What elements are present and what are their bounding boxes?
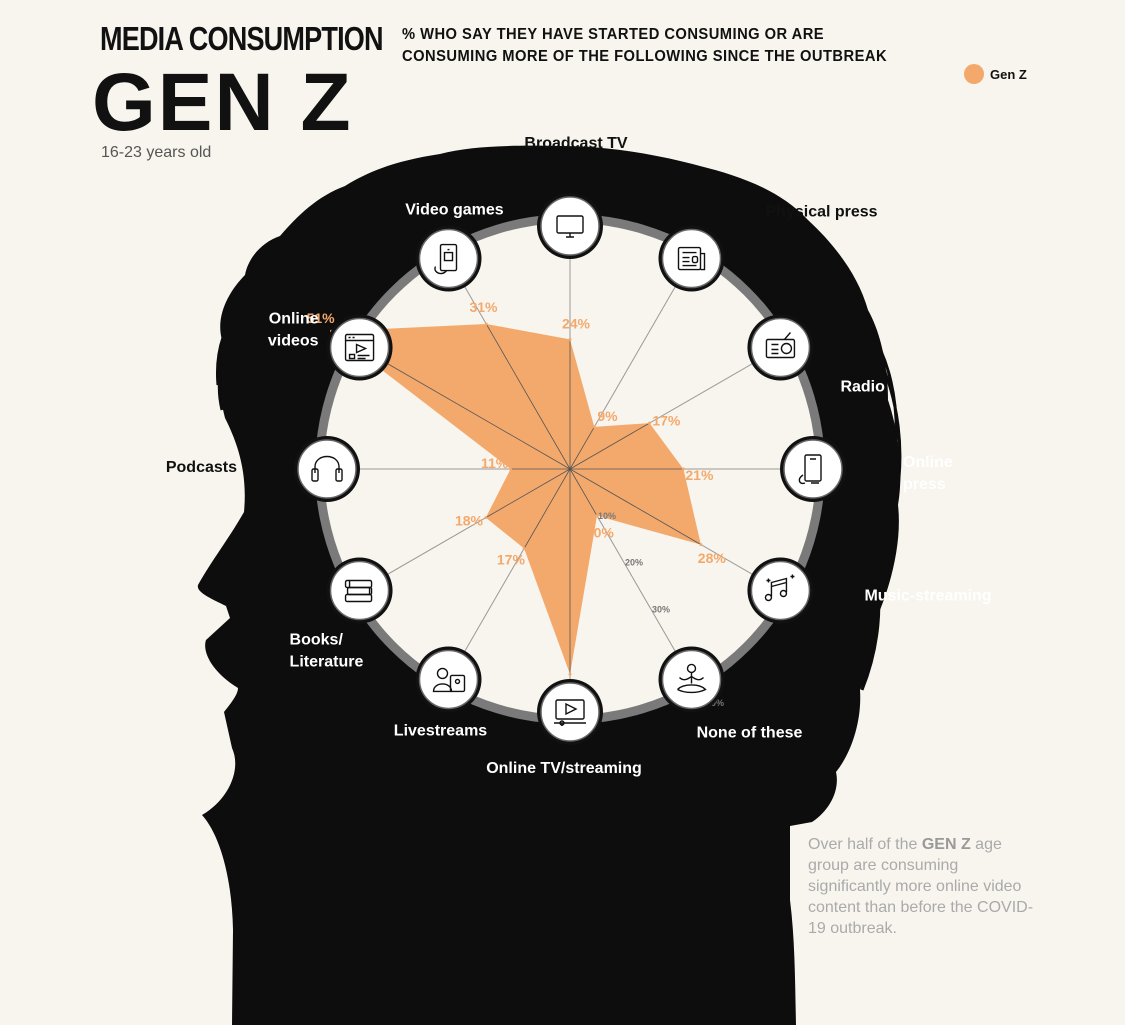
spoke-inner-2 (569, 422, 650, 470)
subtitle: % WHO SAY THEY HAVE STARTED CONSUMING OR… (402, 24, 887, 68)
icon-badge-1 (661, 228, 722, 289)
spoke-inner-11 (485, 323, 571, 470)
data-point-4 (699, 543, 703, 547)
category-label-4: Music-streaming (864, 588, 991, 605)
data-point-2 (648, 421, 652, 425)
headphones-icon (311, 455, 343, 482)
title-big: GEN Z (92, 57, 353, 148)
data-point-5 (595, 514, 599, 518)
scale-tick-20: 20% (625, 558, 643, 568)
streaming-screen-icon (554, 699, 586, 726)
books-icon (344, 579, 373, 603)
radio-icon (765, 332, 796, 359)
icon-badge-9 (297, 439, 357, 499)
smartphone-icon (798, 454, 822, 485)
spoke-inner-1 (569, 426, 595, 470)
music-notes-icon (764, 574, 795, 602)
data-point-9 (509, 467, 513, 471)
note-part-1: Over half of the (808, 836, 922, 853)
category-label-8: Books/Literature (290, 632, 364, 671)
hair-strand-right (860, 329, 902, 691)
category-label-5: None of these (697, 724, 803, 741)
icon-badge-7 (418, 649, 479, 710)
category-label-11: Video games (405, 202, 504, 219)
spoke-inner-4 (569, 468, 702, 545)
data-point-1 (592, 425, 596, 429)
data-point-11 (484, 322, 488, 326)
category-label-2: Radio (840, 379, 885, 396)
value-label-8: 18% (455, 512, 484, 528)
category-label-1: Physical press (766, 204, 878, 221)
icon-badge-11 (418, 228, 479, 289)
title-small: MEDIA CONSUMPTION (100, 20, 384, 57)
value-label-1: 9% (597, 408, 618, 424)
newspaper-icon (677, 246, 706, 271)
note-highlight: GEN Z (921, 836, 971, 853)
legend: Gen Z (964, 64, 1027, 84)
note-part-2: age group are consuming significantly mo… (808, 836, 1034, 937)
series-area-gen-z (331, 324, 701, 675)
category-label-7: Livestreams (394, 722, 487, 739)
scale-tick-50: 50% (706, 698, 724, 708)
subtitle-line-2: CONSUMING MORE OF THE FOLLOWING SINCE TH… (402, 48, 888, 65)
icon-badge-2 (750, 317, 811, 378)
mobile-game-icon (434, 243, 458, 275)
data-point-7 (522, 547, 526, 551)
value-label-5: 10% (586, 525, 615, 541)
meditation-icon (677, 663, 707, 694)
category-label-0: Broadcast TV (524, 135, 627, 152)
legend-label: Gen Z (990, 66, 1027, 82)
livestream-icon (432, 667, 466, 693)
value-label-11: 31% (469, 299, 498, 315)
data-point-8 (484, 516, 488, 520)
value-label-4: 28% (698, 550, 727, 566)
annotation-note: Over half of the GEN Z age group are con… (808, 834, 1038, 939)
scale-tick-30: 30% (652, 604, 670, 614)
spoke-inner-8 (485, 468, 571, 518)
spoke-inner-7 (523, 468, 571, 549)
value-label-3: 21% (685, 467, 714, 483)
data-point-0 (568, 337, 572, 341)
subtitle-line-1: % WHO SAY THEY HAVE STARTED CONSUMING OR… (402, 26, 825, 43)
spoke-inner-5 (569, 468, 598, 516)
category-label-9: Podcasts (166, 459, 237, 476)
data-point-3 (681, 467, 685, 471)
category-label-6: Online TV/streaming (486, 760, 642, 777)
value-label-2: 17% (652, 412, 681, 428)
icon-badge-0 (540, 196, 600, 256)
hair-strand-left (215, 248, 264, 411)
icon-badge-8 (329, 560, 390, 621)
value-label-0: 24% (562, 315, 591, 331)
age-range: 16-23 years old (101, 144, 212, 161)
icon-badge-3 (783, 439, 843, 499)
video-player-icon (344, 333, 375, 362)
value-label-7: 17% (497, 551, 526, 567)
icon-badge-10 (329, 317, 390, 378)
tv-icon (556, 215, 584, 238)
icon-badge-4 (750, 560, 811, 621)
legend-swatch (964, 64, 984, 84)
data-point-6 (568, 672, 572, 676)
scale-tick-10: 10% (598, 511, 616, 521)
value-label-10: 51% (307, 310, 336, 326)
value-label-9: 11% (481, 455, 509, 471)
